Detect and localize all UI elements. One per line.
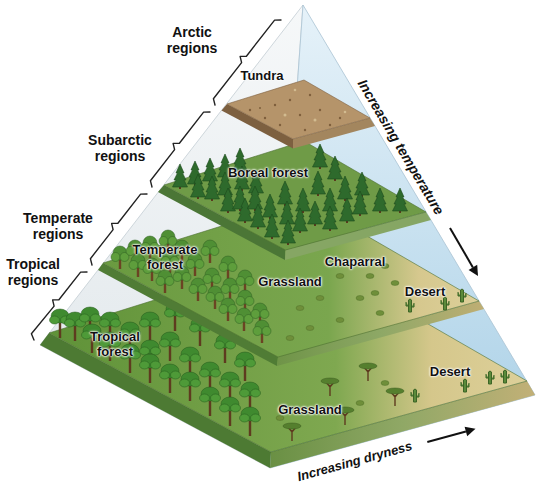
bush xyxy=(316,296,324,301)
cactus xyxy=(406,299,414,312)
cactus xyxy=(441,297,449,310)
biome-label: Desert xyxy=(405,285,445,300)
bush xyxy=(286,336,294,341)
tropical-tree xyxy=(160,364,181,393)
broadleaf-tree xyxy=(219,298,237,321)
biome-label: Tundra xyxy=(240,69,283,84)
conifer-tree xyxy=(328,156,343,181)
broadleaf-tree xyxy=(219,256,237,279)
tropical-tree xyxy=(200,362,221,391)
conifer-tree xyxy=(293,208,308,233)
conifer-tree xyxy=(248,186,263,211)
broadleaf-tree xyxy=(236,270,254,293)
broadleaf-tree xyxy=(253,320,271,343)
conifer-tree xyxy=(296,188,311,213)
tropical-tree xyxy=(220,372,241,401)
bush xyxy=(336,318,344,323)
biome-label: Desert xyxy=(430,365,470,380)
cactus xyxy=(486,371,494,384)
bush xyxy=(356,296,364,301)
biome-label: Boreal forest xyxy=(228,166,308,181)
region-label: Subarctic regions xyxy=(88,132,152,164)
arctic-bracket xyxy=(213,20,281,105)
chaparral-shrub xyxy=(371,291,379,296)
acacia-tree xyxy=(386,388,404,406)
broadleaf-tree xyxy=(235,308,253,331)
tropical-tree xyxy=(200,387,221,416)
conifer-tree xyxy=(340,198,355,223)
biome-label: Grassland xyxy=(258,275,322,290)
bush xyxy=(356,401,364,406)
conifer-tree xyxy=(173,164,188,189)
conifer-tree xyxy=(265,214,280,239)
tropical-tree xyxy=(160,332,181,361)
acacia-tree xyxy=(321,378,339,396)
tropical-tree xyxy=(180,372,201,401)
axis-label: Increasing temperature xyxy=(354,76,447,217)
tropical-tree xyxy=(140,312,161,341)
tropical-layer xyxy=(40,253,535,468)
conifer-tree xyxy=(373,188,388,213)
conifer-tree xyxy=(191,174,206,199)
biome-label: Tropical forest xyxy=(90,330,140,360)
cactus xyxy=(411,389,419,402)
dryness-arrow xyxy=(427,427,475,442)
tropical-tree xyxy=(240,382,261,411)
axis-label: Increasing dryness xyxy=(296,439,414,485)
chaparral-shrub xyxy=(336,274,344,279)
biome-label: Chaparral xyxy=(325,255,386,270)
broadleaf-tree xyxy=(201,240,219,263)
conifer-tree xyxy=(311,171,326,196)
bush xyxy=(376,311,384,316)
conifer-tree xyxy=(355,172,370,197)
conifer-tree xyxy=(323,206,338,231)
bush xyxy=(296,306,304,311)
conifer-tree xyxy=(203,158,218,183)
chaparral-shrub xyxy=(366,274,374,279)
cactus xyxy=(461,379,469,392)
tropical-tree xyxy=(180,347,201,376)
conifer-tree xyxy=(281,220,296,245)
tropical-tree xyxy=(220,397,241,426)
conifer-tree xyxy=(308,201,323,226)
conifer-tree xyxy=(278,181,293,206)
region-label: Temperate regions xyxy=(23,210,93,242)
conifer-tree xyxy=(263,194,278,219)
conifer-tree xyxy=(338,176,353,201)
biome-label: Grassland xyxy=(278,403,342,418)
region-label: Arctic regions xyxy=(167,24,218,56)
region-label: Tropical regions xyxy=(6,256,60,288)
conifer-tree xyxy=(353,191,368,216)
boreal-vegetation xyxy=(173,144,408,245)
subarctic-bracket xyxy=(150,112,210,187)
tropical-tree xyxy=(240,407,261,436)
temperature-arrow xyxy=(450,228,478,276)
tundra-layer xyxy=(222,80,376,149)
boreal-layer xyxy=(158,141,431,260)
cactus xyxy=(458,289,466,302)
tropical-tree xyxy=(140,354,161,383)
conifer-tree xyxy=(313,144,328,169)
bush xyxy=(381,381,389,386)
cactus xyxy=(501,370,509,383)
biome-label: Temperate forest xyxy=(133,243,198,273)
conifer-tree xyxy=(393,188,408,213)
acacia-tree xyxy=(283,423,301,441)
acacia-tree xyxy=(359,363,377,381)
bush xyxy=(306,326,314,331)
conifer-tree xyxy=(205,176,220,201)
chaparral-shrub xyxy=(391,281,399,286)
broadleaf-tree xyxy=(156,270,174,293)
